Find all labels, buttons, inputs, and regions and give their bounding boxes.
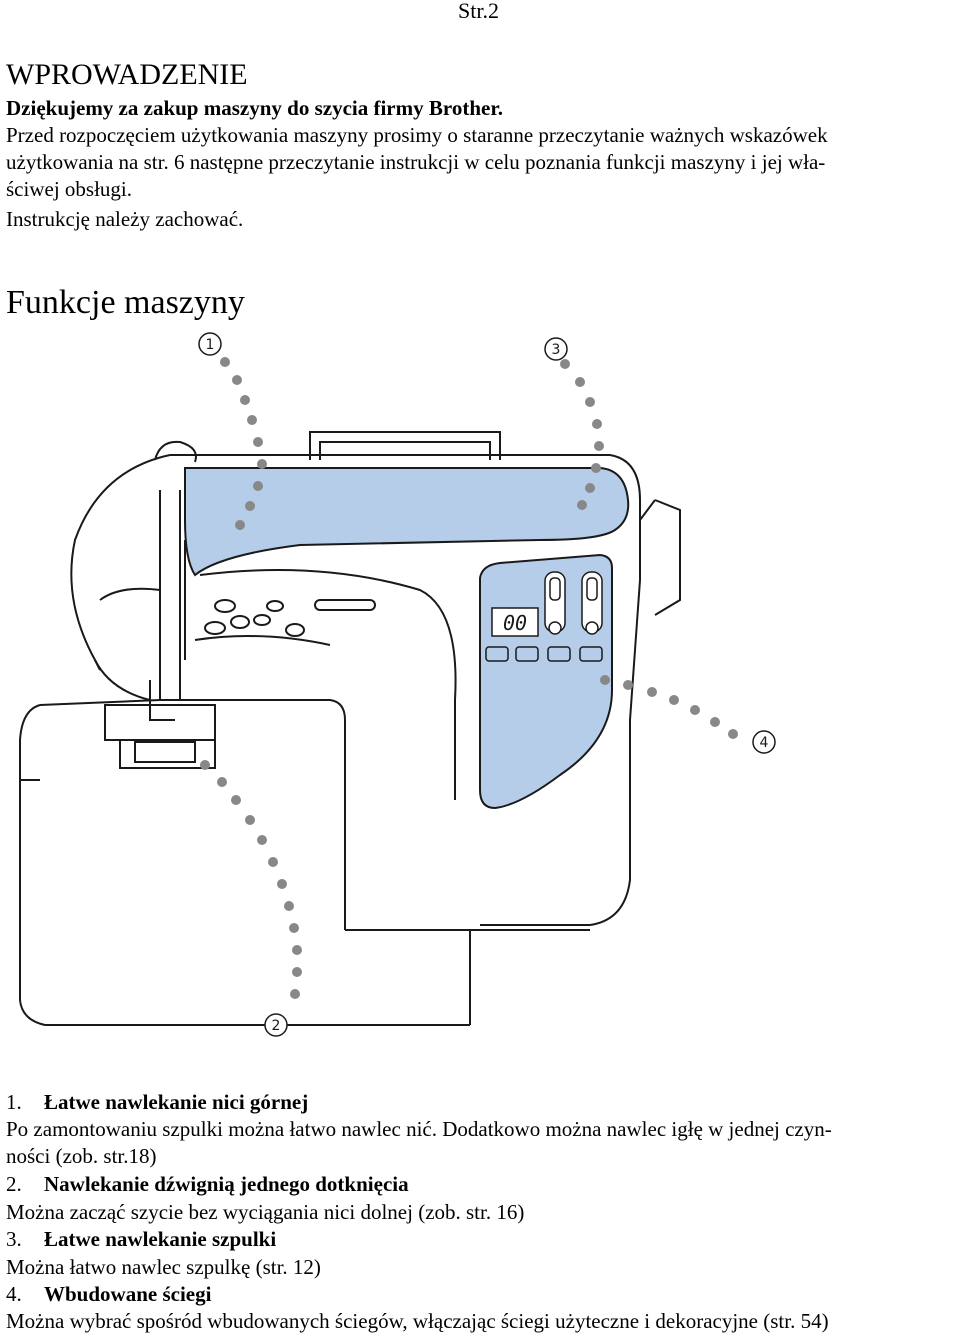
intro-heading: WPROWADZENIE (6, 58, 248, 91)
display-digits: 00 (503, 611, 527, 635)
callout-4: 4 (760, 735, 769, 751)
feature-3-title: Łatwe nawlekanie szpulki (44, 1227, 277, 1251)
feature-1-heading: 1. Łatwe nawlekanie nici górnej (6, 1089, 960, 1116)
callout-3-circle (544, 337, 568, 361)
feature-1-number: 1. (6, 1090, 22, 1114)
intro-line-3: ściwej obsługi. (6, 177, 132, 201)
feature-2-number: 2. (6, 1172, 22, 1196)
feature-2-heading: 2. Nawlekanie dźwignią jednego dotknięcia (6, 1171, 960, 1198)
feature-4-heading: 4. Wbudowane ściegi (6, 1281, 960, 1308)
feature-3-desc-1: Można łatwo nawlec szpulkę (str. 12) (6, 1255, 321, 1279)
feature-2-desc-1: Można zacząć szycie bez wyciągania nici … (6, 1200, 525, 1224)
feature-3-heading: 3. Łatwe nawlekanie szpulki (6, 1226, 960, 1253)
callout-1: 1 (206, 337, 215, 353)
intro-line-1: Przed rozpoczęciem użytkowania maszyny p… (6, 123, 828, 147)
feature-3-number: 3. (6, 1227, 22, 1251)
feature-4-desc-1: Można wybrać spośród wbudowanych ściegów… (6, 1309, 829, 1333)
feature-4-number: 4. (6, 1282, 22, 1306)
intro-line-2: użytkowania na str. 6 następne przeczyta… (6, 150, 826, 174)
sewing-machine-diagram: 00 1 2 (19, 332, 776, 1037)
features-heading: Funkcje maszyny (6, 284, 245, 321)
intro-thanks: Dziękujemy za zakup maszyny do szycia fi… (6, 96, 503, 120)
callout-4-circle (752, 730, 776, 754)
callout-2: 2 (272, 1018, 281, 1034)
feature-2-title: Nawlekanie dźwignią jednego dotknięcia (44, 1172, 409, 1196)
callout-2-circle (264, 1013, 288, 1037)
callout-3: 3 (552, 342, 561, 358)
intro-line-4: Instrukcję należy zachować. (6, 207, 244, 231)
feature-1-desc-1: Po zamontowaniu szpulki można łatwo nawl… (6, 1117, 832, 1141)
feature-4-title: Wbudowane ściegi (44, 1282, 212, 1306)
feature-1-title: Łatwe nawlekanie nici górnej (44, 1090, 309, 1114)
callout-1-circle (198, 332, 222, 356)
feature-1-desc-2: ności (zob. str.18) (6, 1144, 157, 1168)
page-number: Str.2 (458, 0, 499, 23)
